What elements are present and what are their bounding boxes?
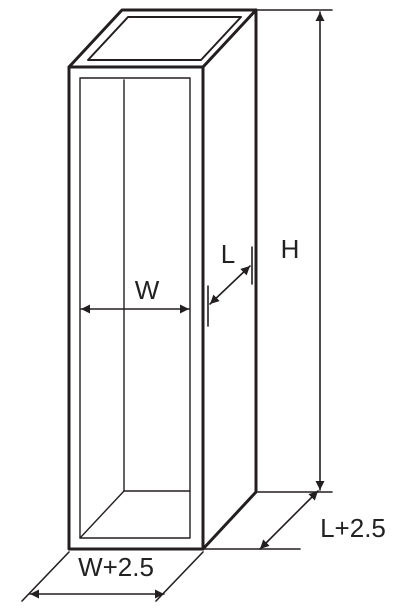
label-inner-depth: L bbox=[221, 239, 235, 269]
label-height: H bbox=[281, 234, 300, 264]
label-inner-width: W bbox=[135, 275, 160, 305]
cuvette-opening bbox=[87, 16, 242, 61]
label-outer-depth: L+2.5 bbox=[320, 513, 386, 543]
inner-depth-dimension bbox=[207, 246, 253, 327]
cuvette-outline bbox=[67, 8, 258, 551]
outer-depth-dimension bbox=[204, 490, 319, 550]
inner-cavity bbox=[79, 77, 191, 539]
outer-width-dimension bbox=[21, 551, 204, 602]
label-outer-width: W+2.5 bbox=[78, 552, 154, 582]
